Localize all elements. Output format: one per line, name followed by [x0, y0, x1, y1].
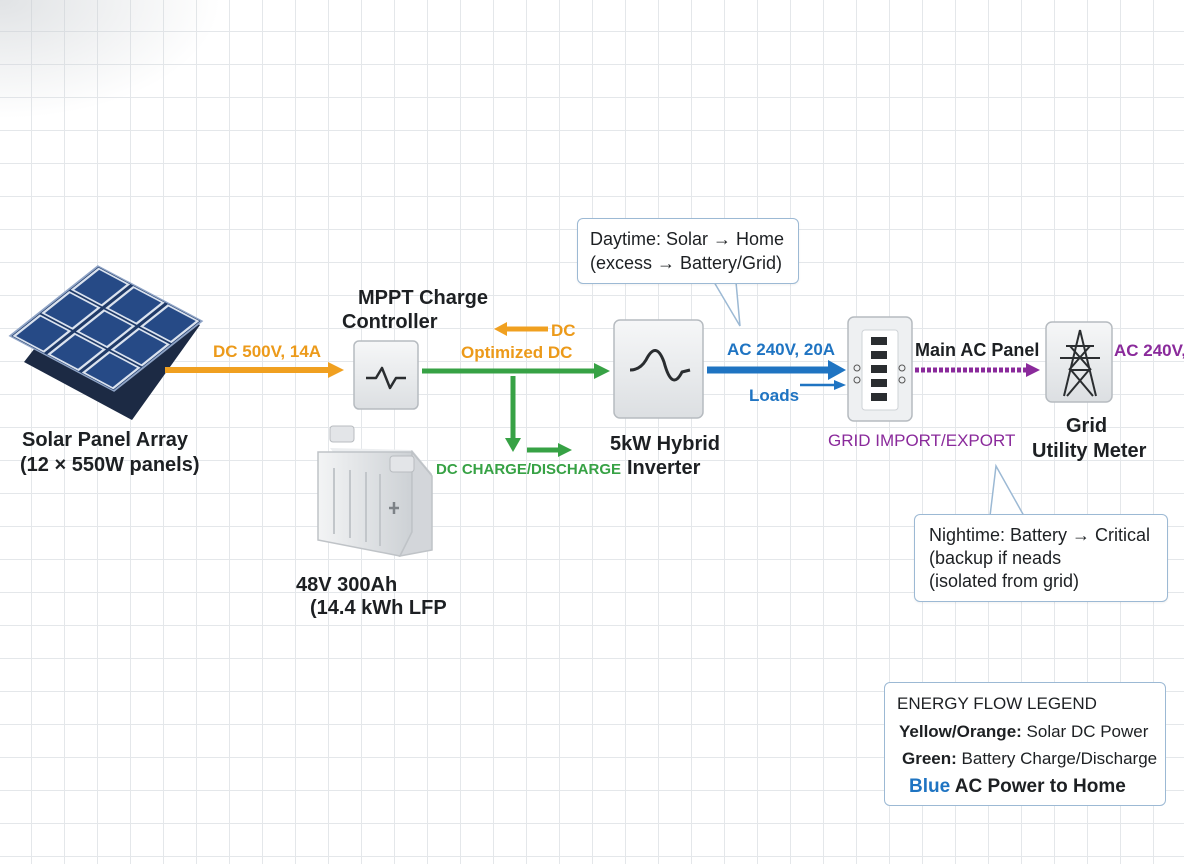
sine-wave-icon [366, 366, 406, 390]
energy-flow-legend: ENERGY FLOW LEGEND Yellow/Orange: Solar … [884, 682, 1166, 806]
nighttime-callout: Nightime: Battery → Critical (backup if … [914, 514, 1168, 602]
dc-return-arrow [494, 322, 548, 336]
transmission-tower-icon [1060, 329, 1100, 397]
grid-import-export-label: GRID IMPORT/EXPORT [828, 431, 1016, 450]
legend-text-battery: Battery Charge/Discharge [956, 749, 1158, 768]
nighttime-callout-line2: (backup if neads [929, 548, 1062, 568]
solar-dc-label: DC 500V, 14A [213, 342, 322, 361]
daytime-callout: Daytime: Solar → Home (excess → Battery/… [577, 218, 799, 284]
nighttime-callout-line3: (isolated from grid) [929, 571, 1080, 591]
legend-row-battery: Green: Battery Charge/Discharge [902, 749, 1157, 769]
inverter-label-line2: Inverter [627, 457, 701, 479]
legend-title: ENERGY FLOW LEGEND [897, 694, 1097, 713]
optimized-dc-label: Optimized DC [461, 343, 573, 362]
nighttime-callout-line1: Nightime: Battery → Critical [929, 525, 1151, 545]
day-callout-tail [712, 281, 741, 327]
battery-label-line2: (14.4 kWh LFP [310, 597, 447, 619]
sine-wave-icon [629, 349, 691, 382]
solar-array-label: Solar Panel Array [22, 429, 189, 451]
background-shade [0, 0, 260, 140]
inverter-label-line1: 5kW Hybrid [610, 433, 721, 455]
main-ac-panel-label: Main AC Panel [915, 340, 1040, 360]
grid-ac-label: AC 240V, [1114, 341, 1184, 360]
charge-discharge-label: DC CHARGE/DISCHARGE [436, 461, 622, 478]
solar-panel-icon [8, 265, 204, 420]
grid-meter-box [1045, 321, 1113, 403]
legend-key-battery: Green: [902, 749, 957, 768]
loads-label: Loads [749, 386, 800, 405]
legend-row-solar: Yellow/Orange: Solar DC Power [899, 722, 1148, 742]
main-ac-panel-icon [847, 316, 913, 422]
legend-row-ac: Blue AC Power to Home [909, 776, 1126, 798]
battery-icon [317, 425, 433, 558]
battery-label-line1: 48V 300Ah [296, 574, 398, 596]
grid-label-line1: Grid [1066, 415, 1108, 437]
grid-label-line2: Utility Meter [1032, 440, 1147, 462]
mppt-label-line2: Controller [342, 311, 438, 333]
inverter-box [613, 319, 704, 419]
night-callout-tail [989, 463, 1026, 517]
mppt-controller-box [353, 340, 419, 410]
solar-dc-arrow [165, 362, 344, 378]
ac-out-label: AC 240V, 20A [727, 340, 836, 359]
legend-text-ac: AC Power to Home [950, 776, 1126, 797]
grid-purple-arrow [915, 363, 1040, 377]
legend-key-ac: Blue [909, 776, 951, 797]
mppt-label-line1: MPPT Charge [358, 287, 489, 309]
solar-array-spec: (12 × 550W panels) [20, 454, 200, 476]
dc-green-arrows [422, 363, 610, 457]
dc-label: DC [551, 321, 576, 340]
daytime-callout-line2: (excess → Battery/Grid) [590, 253, 783, 273]
ac-blue-arrows [707, 360, 846, 390]
legend-key-solar: Yellow/Orange: [899, 722, 1022, 741]
legend-text-solar: Solar DC Power [1021, 722, 1149, 741]
daytime-callout-line1: Daytime: Solar → Home [590, 229, 785, 249]
